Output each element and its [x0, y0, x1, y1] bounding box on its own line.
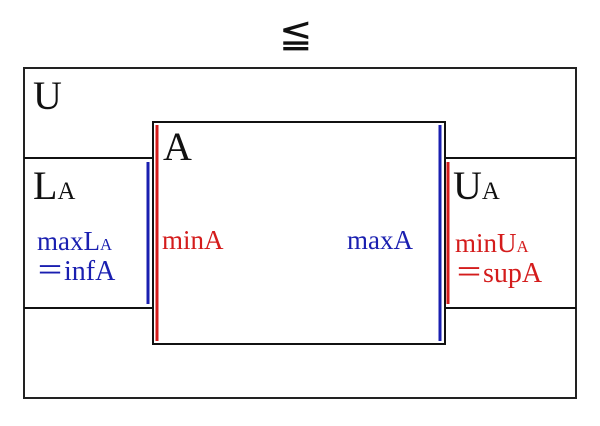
upper-bounds-subscript: A: [481, 178, 500, 205]
upper-bounds-letter: U: [453, 163, 482, 208]
relation-symbol: ≦: [279, 11, 313, 56]
lower-bounds-subscript: A: [57, 178, 76, 205]
inf-a-text: ＝infA: [36, 256, 116, 287]
min-upper-bounds-text: minUA: [455, 230, 529, 257]
lower-bounds-letter: L: [33, 163, 58, 208]
max-lower-bounds-main: maxL: [37, 226, 100, 256]
set-a-box: [152, 121, 446, 345]
set-a-label: A: [163, 124, 192, 169]
min-a-text: minA: [162, 225, 224, 255]
max-lower-bounds-text: maxLA: [37, 228, 112, 255]
max-a-text: maxA: [347, 225, 413, 255]
universe-label: U: [33, 73, 62, 118]
min-upper-bounds-sub: A: [516, 237, 529, 256]
min-upper-bounds-main: minU: [455, 228, 517, 258]
sup-a-text: ＝supA: [455, 258, 543, 289]
universe-box: [23, 67, 577, 399]
upper-bounds-label: UA: [453, 166, 500, 206]
lower-bounds-label: LA: [33, 166, 75, 206]
max-lower-bounds-sub: A: [99, 235, 113, 254]
